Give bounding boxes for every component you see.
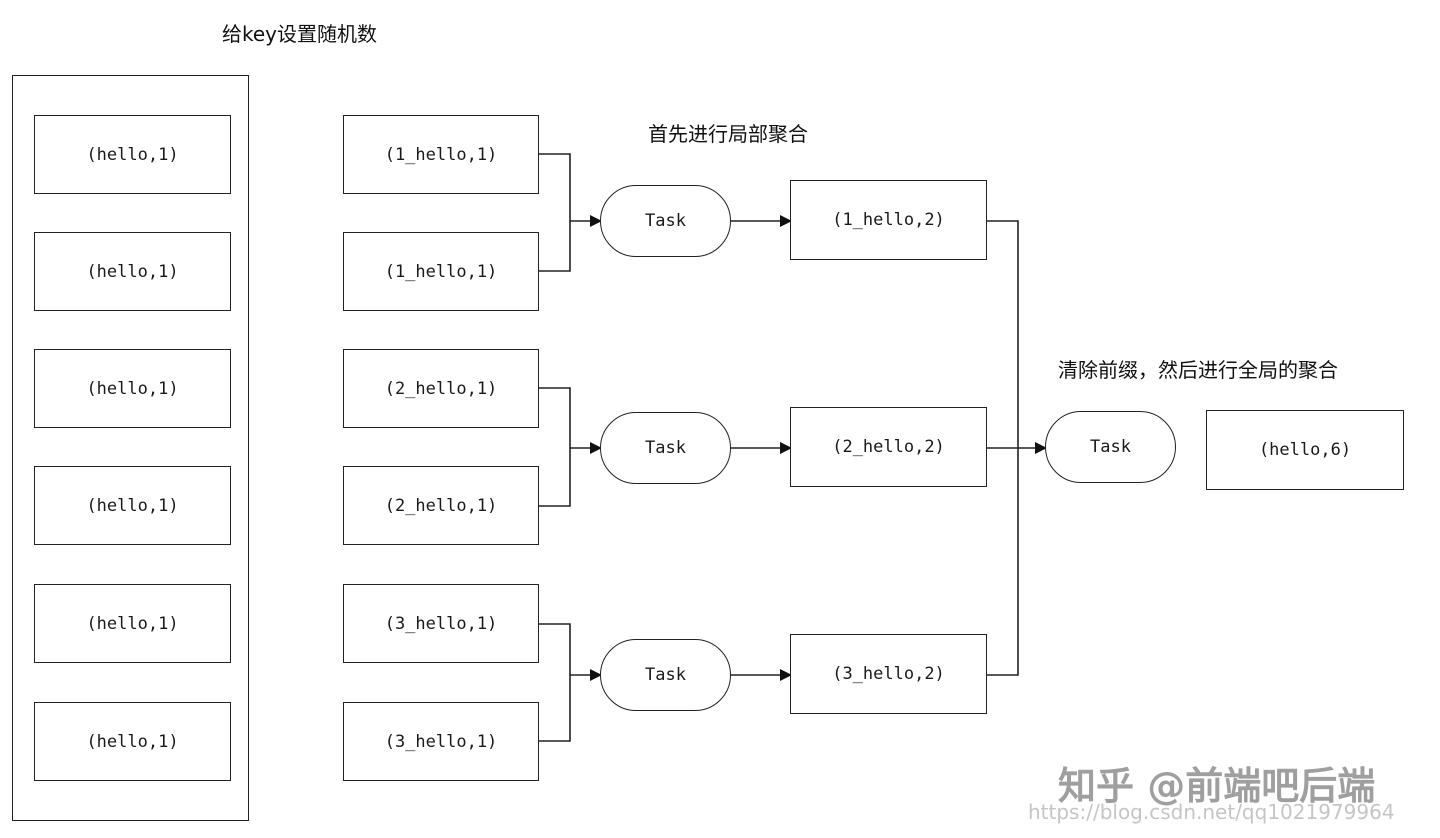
merge-line-1a [538, 153, 571, 221]
zhihu-watermark: 知乎 @前端吧后端 [1058, 764, 1376, 808]
global-merge-line-3 [986, 448, 1019, 676]
merge-line-1b [538, 221, 571, 272]
url-watermark: https://blog.csdn.net/qq1021979964 [1028, 800, 1395, 824]
prefixed-item: (1_hello,1) [343, 115, 539, 194]
global-aggregation-label: 清除前缀，然后进行全局的聚合 [1058, 358, 1338, 382]
source-container [12, 75, 249, 821]
merge-line-2a [538, 387, 571, 448]
prefixed-item: (3_hello,1) [343, 584, 539, 663]
merge-line-3a [538, 623, 571, 675]
prefixed-item: (3_hello,1) [343, 702, 539, 781]
merge-line-3b [538, 675, 571, 742]
prefixed-item: (2_hello,1) [343, 349, 539, 428]
task-node-1: Task [600, 185, 731, 257]
source-item: (hello,1) [34, 466, 231, 545]
partial-result: (2_hello,2) [790, 407, 987, 487]
merge-line-2b [538, 448, 571, 507]
source-item: (hello,1) [34, 702, 231, 781]
task-node-3: Task [600, 639, 731, 711]
source-item: (hello,1) [34, 349, 231, 428]
task-node-2: Task [600, 412, 731, 484]
source-item: (hello,1) [34, 232, 231, 311]
source-item: (hello,1) [34, 115, 231, 194]
partial-result: (3_hello,2) [790, 634, 987, 714]
final-result: (hello,6) [1206, 410, 1404, 490]
prefixed-item: (2_hello,1) [343, 466, 539, 545]
global-merge-line-1 [986, 220, 1019, 448]
source-item: (hello,1) [34, 584, 231, 663]
global-task-node: Task [1045, 411, 1176, 483]
partial-result: (1_hello,2) [790, 180, 987, 260]
local-aggregation-label: 首先进行局部聚合 [648, 122, 808, 146]
random-key-label: 给key设置随机数 [222, 22, 378, 46]
prefixed-item: (1_hello,1) [343, 232, 539, 311]
